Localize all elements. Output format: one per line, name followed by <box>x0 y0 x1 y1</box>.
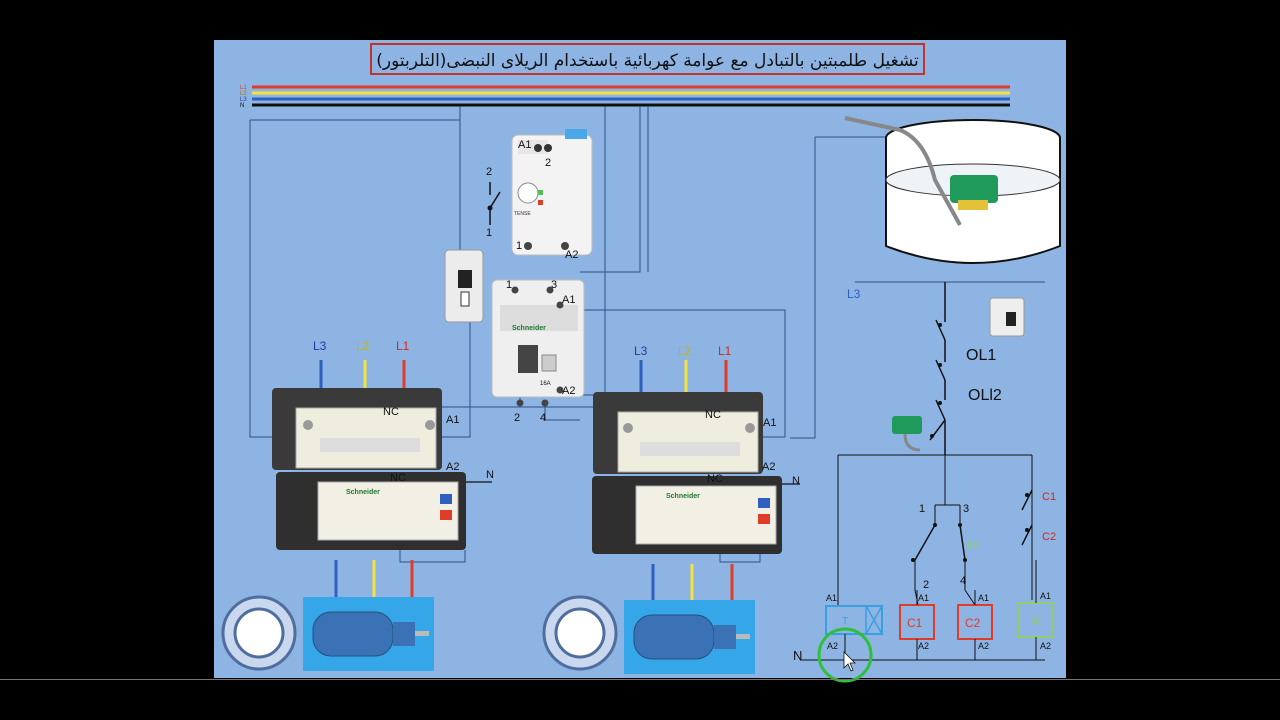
c2-a1: A1 <box>763 417 776 429</box>
impulse-relay: Schneider 16A 1 3 A1 A2 2 4 <box>491 279 585 424</box>
impulse-a1-label: A1 <box>562 294 575 306</box>
coil-c1-name: C1 <box>907 616 923 630</box>
coil-t-a2: A2 <box>827 641 838 651</box>
impulse-3-label: 3 <box>551 279 557 291</box>
c1-phase-l2: L2 <box>356 339 370 353</box>
ctl-ol2: OLl2 <box>968 387 1002 404</box>
coil-c1-a1: A1 <box>918 593 929 603</box>
c1-phase-l3: L3 <box>313 339 327 353</box>
c1-n: N <box>486 469 494 481</box>
ir-contact-1: 1 <box>919 503 925 515</box>
coil-ir-a1: A1 <box>1040 591 1051 601</box>
svg-text:Schneider: Schneider <box>346 489 380 496</box>
c1-a1: A1 <box>446 414 459 426</box>
svg-text:TENSE: TENSE <box>514 211 531 217</box>
timer-2-label: 2 <box>545 157 551 169</box>
c1-nc-bottom: NC <box>390 472 406 484</box>
timer-1-label: 1 <box>516 240 522 252</box>
contactor-1: L3 L2 L1 NC A1 Schneider NC A2 N <box>272 339 494 598</box>
aux-c2: C2 <box>1042 531 1056 543</box>
timer-contact-1: 1 <box>486 227 492 239</box>
bus-label-l1: L1 <box>240 85 247 91</box>
mouse-cursor <box>843 651 856 672</box>
impulse-a2-label: A2 <box>562 385 575 397</box>
c2-a2: A2 <box>762 461 775 473</box>
ctl-neutral-label: N <box>793 648 802 663</box>
bus-label-l3: L3 <box>240 97 247 103</box>
circuit-breaker <box>444 249 484 323</box>
coil-ir-a2: A2 <box>1040 641 1051 651</box>
coil-t-name: T <box>842 616 848 627</box>
svg-text:Schneider: Schneider <box>666 493 700 500</box>
timer-a2-label: A2 <box>565 249 578 261</box>
c2-phase-l3: L3 <box>634 344 648 358</box>
busbars: L1 L2 L3 N <box>240 85 1010 109</box>
diagram-title: تشغيل طلمبتين بالتبادل مع عوامة كهربائية… <box>376 51 919 71</box>
ir-contact-3: 3 <box>963 503 969 515</box>
coil-c2-a2: A2 <box>978 641 989 651</box>
c2-n: N <box>792 475 800 487</box>
timer-relay: TENSE A1 2 A2 1 2 1 <box>486 129 593 261</box>
timer-contact-2: 2 <box>486 166 492 178</box>
contactor-2: L3 L2 L1 NC A1 Schneider NC A2 N <box>592 344 800 600</box>
motor-1 <box>221 595 434 671</box>
impulse-4-label: 4 <box>540 412 546 424</box>
motor-2 <box>542 595 755 674</box>
coil-c2-a1: A1 <box>978 593 989 603</box>
ir-contact-4: 4 <box>960 575 966 587</box>
timer-a1-label: A1 <box>518 139 531 151</box>
bus-label-l2: L2 <box>240 91 247 97</box>
svg-text:Schneider: Schneider <box>512 325 546 332</box>
bus-label-n: N <box>240 103 244 109</box>
water-tank <box>844 116 1061 264</box>
c2-phase-l2: L2 <box>678 344 692 358</box>
ir-contact-label: IR <box>967 540 978 552</box>
c2-nc-top: NC <box>705 409 721 421</box>
c1-phase-l1: L1 <box>396 339 410 353</box>
coil-c1-a2: A2 <box>918 641 929 651</box>
c2-nc-bottom: NC <box>707 473 723 485</box>
ctl-supply-label: L3 <box>847 287 861 301</box>
impulse-1-label: 1 <box>506 279 512 291</box>
c1-a2: A2 <box>446 461 459 473</box>
coil-ir-name: IR <box>1030 616 1041 628</box>
title-box: تشغيل طلمبتين بالتبادل مع عوامة كهربائية… <box>370 43 925 75</box>
frame-divider <box>0 679 1280 680</box>
highlight-circle <box>817 627 873 683</box>
coil-c2-name: C2 <box>965 616 981 630</box>
ir-contact-2: 2 <box>923 579 929 591</box>
svg-text:16A: 16A <box>540 381 551 387</box>
ctl-ol1: OL1 <box>966 347 996 364</box>
coil-t-a1: A1 <box>826 593 837 603</box>
c2-phase-l1: L1 <box>718 344 732 358</box>
aux-c1: C1 <box>1042 491 1056 503</box>
impulse-2-label: 2 <box>514 412 520 424</box>
c1-nc-top: NC <box>383 406 399 418</box>
control-circuit: L3 OL1 OLl2 <box>793 281 1056 683</box>
